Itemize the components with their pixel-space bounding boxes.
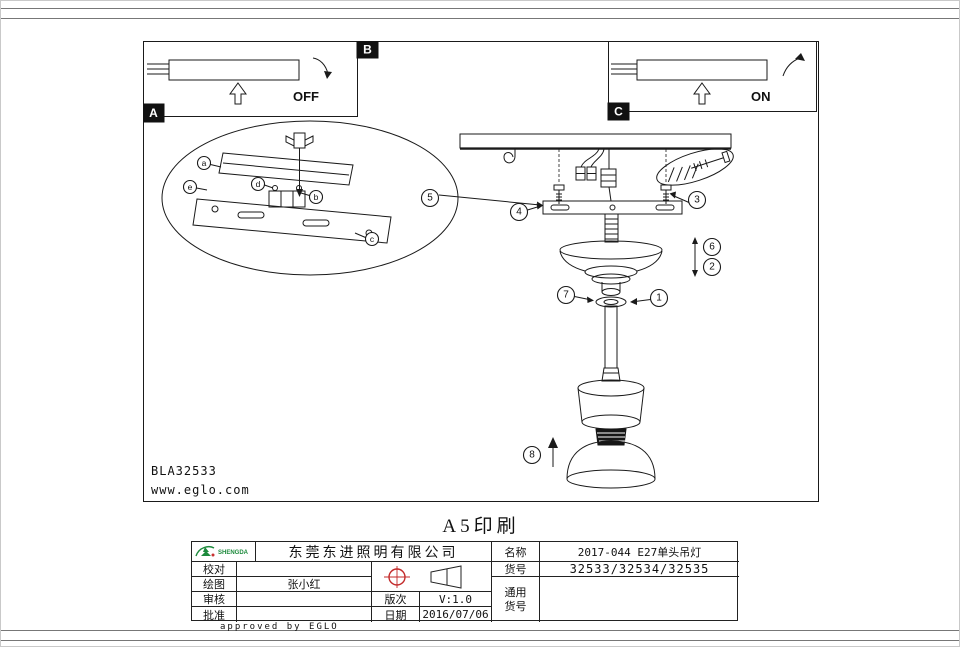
- detail-letter-a: a: [196, 155, 222, 171]
- on-label: ON: [751, 89, 771, 104]
- balloon-4: 4: [509, 202, 543, 222]
- terminal-strip-drawing: [168, 59, 300, 81]
- ceiling-hook-drawing: [503, 149, 516, 164]
- ceiling-drawing: [459, 133, 732, 150]
- wires-and-connectors-drawing: [575, 148, 617, 202]
- date-label: 日期: [372, 607, 420, 622]
- panel-a-letter: A: [149, 106, 158, 120]
- general-item-label-cell: 通用 货号: [492, 577, 540, 622]
- logo-text: SHENGDA: [218, 550, 249, 556]
- name-label: 名称: [492, 542, 540, 562]
- svg-text:e: e: [188, 182, 193, 192]
- approved-by-text: approved by EGLO: [220, 622, 339, 632]
- press-up-arrow-icon: [693, 82, 711, 105]
- assembly-diagram: OFF A B ON C: [143, 41, 819, 502]
- projection-symbol: [383, 564, 461, 589]
- anchor-detail-balloon: [656, 148, 734, 186]
- svg-text:4: 4: [516, 207, 522, 218]
- balloon-7: 7: [556, 285, 594, 305]
- braided-cord-drawing: [604, 305, 618, 369]
- svg-text:d: d: [256, 179, 261, 189]
- socket-cup-drawing: [577, 379, 645, 430]
- title-block: SHENGDA 东莞东进照明有限公司 名称 2017-044 E27单头吊灯 货…: [191, 541, 739, 622]
- canopy-drawing: [559, 240, 663, 296]
- panel-c-letter: C: [614, 105, 623, 119]
- drawing-frame-border: [143, 41, 819, 502]
- svg-text:a: a: [202, 158, 207, 168]
- draw-label: 绘图: [192, 577, 237, 592]
- review-label: 审核: [192, 592, 237, 607]
- general-item-label: 货号: [504, 600, 527, 613]
- website-text: www.eglo.com: [151, 483, 250, 497]
- svg-text:6: 6: [709, 242, 715, 253]
- logo-cell: SHENGDA: [192, 542, 256, 562]
- balloon-1: 1: [630, 288, 669, 308]
- approve-label: 批准: [192, 607, 237, 622]
- mounting-bracket-drawing: [542, 200, 683, 215]
- threaded-nipple-drawing: [604, 213, 619, 243]
- drawing-code: BLA32533: [151, 464, 217, 478]
- svg-text:1: 1: [656, 293, 662, 304]
- print-size-note: A5印刷: [442, 516, 520, 537]
- page-top-rule-1: [1, 8, 959, 9]
- review-value-cell: [237, 592, 372, 607]
- svg-text:8: 8: [529, 450, 535, 461]
- svg-text:7: 7: [563, 290, 569, 301]
- panel-a-tag: A: [143, 103, 165, 123]
- version-label: 版次: [372, 592, 420, 607]
- panel-c-tag: C: [607, 102, 630, 121]
- check-value-cell: [237, 562, 372, 577]
- detail-letter-d: d: [250, 176, 274, 192]
- panel-switch-on: ON: [608, 41, 817, 112]
- detail-letter-c: c: [354, 231, 380, 247]
- projection-symbol-cell: [372, 562, 492, 592]
- draw-value: 张小红: [237, 577, 372, 592]
- general-label: 通用: [504, 586, 527, 599]
- balloon-3: 3: [669, 190, 707, 210]
- svg-text:b: b: [314, 192, 319, 202]
- svg-text:c: c: [370, 234, 375, 244]
- terminal-strip-drawing: [636, 59, 768, 81]
- mounting-screws-drawing: [553, 149, 672, 204]
- detail-letter-b: b: [300, 189, 324, 205]
- off-label: OFF: [293, 89, 319, 104]
- general-item-value-cell: [540, 577, 739, 622]
- lamp-holder-thread-drawing: [595, 428, 627, 446]
- bulb-insert-arrow-icon: [548, 437, 558, 467]
- panel-switch-off: OFF: [143, 41, 358, 117]
- version-value: V:1.0: [420, 592, 492, 607]
- product-name-value: 2017-044 E27单头吊灯: [540, 542, 739, 562]
- svg-text:2: 2: [709, 262, 715, 273]
- svg-text:3: 3: [694, 195, 700, 206]
- panel-b-letter: B: [363, 43, 372, 57]
- balloon-6: 6: [702, 237, 722, 257]
- svg-text:5: 5: [427, 193, 433, 204]
- balloon-2: 2: [702, 257, 722, 277]
- press-up-arrow-icon: [229, 82, 247, 105]
- date-value: 2016/07/06: [420, 607, 492, 622]
- item-number-label: 货号: [492, 562, 540, 577]
- bulb-drawing: [566, 440, 656, 489]
- cord-grip-ring-drawing: [595, 296, 627, 308]
- page-bottom-rule-2: [1, 640, 959, 641]
- check-label: 校对: [192, 562, 237, 577]
- bracket-detail-balloon: [161, 120, 459, 276]
- page-bottom-rule-1: [1, 630, 959, 631]
- detail-letter-e: e: [182, 179, 208, 195]
- balloon-8: 8: [522, 445, 542, 465]
- rotate-on-arrow-icon: [782, 57, 801, 77]
- socket-ferrule-drawing: [601, 367, 621, 382]
- approve-value-cell: [237, 607, 372, 622]
- panel-b-tag: B: [356, 41, 379, 59]
- company-name: 东莞东进照明有限公司: [256, 542, 492, 562]
- shengda-logo: SHENGDA: [194, 545, 249, 556]
- page-top-rule-2: [1, 18, 959, 19]
- adjust-double-arrow-icon: [692, 237, 698, 277]
- item-number-value: 32533/32534/32535: [540, 562, 739, 577]
